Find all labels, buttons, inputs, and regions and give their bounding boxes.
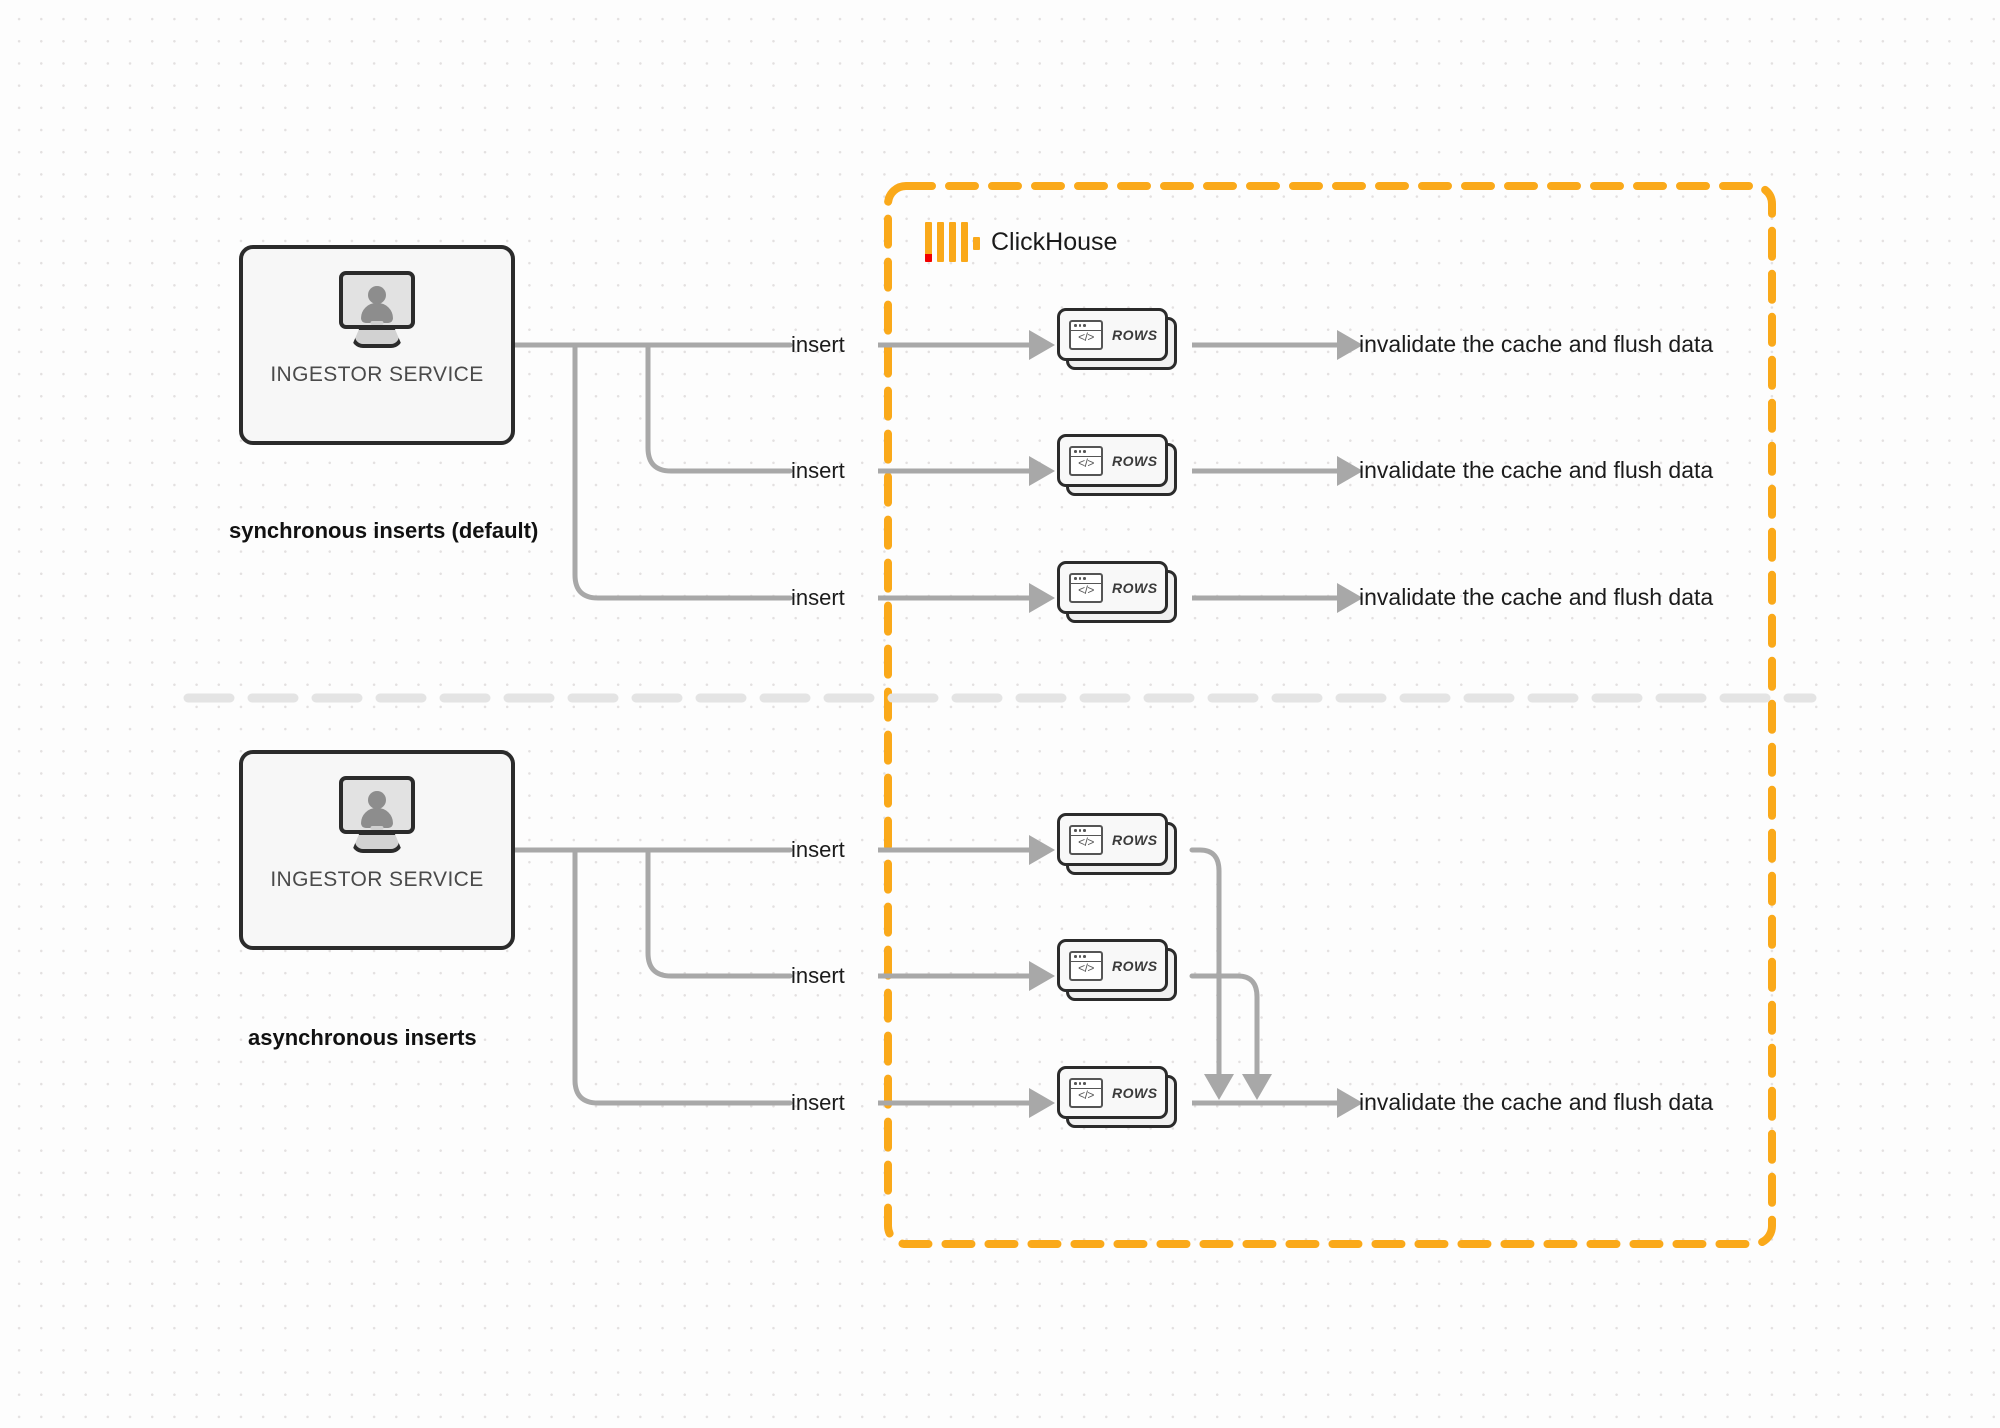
result-label-async-merged: invalidate the cache and flush data (1359, 1089, 1714, 1115)
rows-node-card: </> ROWS (1057, 813, 1168, 866)
monitor-user-icon (331, 776, 423, 854)
clickhouse-logo-icon (925, 222, 980, 262)
caption-asynchronous: asynchronous inserts (248, 1025, 477, 1050)
result-label-sync-1: invalidate the cache and flush data (1359, 331, 1714, 357)
rows-node-async-3[interactable]: </> ROWS (1057, 1066, 1177, 1128)
code-window-icon: </> (1069, 824, 1103, 855)
clickhouse-brand: ClickHouse (925, 222, 1117, 262)
ingestor-service-label: INGESTOR SERVICE (270, 868, 484, 891)
rows-node-card: </> ROWS (1057, 308, 1168, 361)
rows-node-card: </> ROWS (1057, 1066, 1168, 1119)
rows-node-label: ROWS (1112, 957, 1158, 974)
code-window-icon: </> (1069, 950, 1103, 981)
code-window-icon: </> (1069, 1077, 1103, 1108)
caption-synchronous: synchronous inserts (default) (229, 518, 539, 543)
edge-label-insert-async-3: insert (791, 1090, 845, 1115)
rows-node-label: ROWS (1112, 831, 1158, 848)
rows-node-sync-2[interactable]: </> ROWS (1057, 434, 1177, 496)
edge-label-insert-sync-1: insert (791, 332, 845, 357)
rows-node-label: ROWS (1112, 452, 1158, 469)
code-window-icon: </> (1069, 445, 1103, 476)
rows-node-label: ROWS (1112, 326, 1158, 343)
rows-node-sync-3[interactable]: </> ROWS (1057, 561, 1177, 623)
edge-label-insert-sync-3: insert (791, 585, 845, 610)
rows-node-card: </> ROWS (1057, 561, 1168, 614)
ingestor-service-box-synchronous[interactable]: INGESTOR SERVICE (239, 245, 515, 445)
ingestor-service-box-asynchronous[interactable]: INGESTOR SERVICE (239, 750, 515, 950)
rows-node-async-2[interactable]: </> ROWS (1057, 939, 1177, 1001)
clickhouse-boundary (884, 182, 1776, 1248)
monitor-user-icon (331, 271, 423, 349)
result-label-sync-3: invalidate the cache and flush data (1359, 584, 1714, 610)
code-window-icon: </> (1069, 319, 1103, 350)
rows-node-card: </> ROWS (1057, 434, 1168, 487)
result-label-sync-2: invalidate the cache and flush data (1359, 457, 1714, 483)
edge-label-insert-sync-2: insert (791, 458, 845, 483)
rows-node-label: ROWS (1112, 579, 1158, 596)
rows-node-sync-1[interactable]: </> ROWS (1057, 308, 1177, 370)
ingestor-service-label: INGESTOR SERVICE (270, 363, 484, 386)
rows-node-label: ROWS (1112, 1084, 1158, 1101)
code-window-icon: </> (1069, 572, 1103, 603)
rows-node-card: </> ROWS (1057, 939, 1168, 992)
clickhouse-label: ClickHouse (991, 227, 1118, 256)
edge-label-insert-async-1: insert (791, 837, 845, 862)
edge-label-insert-async-2: insert (791, 963, 845, 988)
rows-node-async-1[interactable]: </> ROWS (1057, 813, 1177, 875)
